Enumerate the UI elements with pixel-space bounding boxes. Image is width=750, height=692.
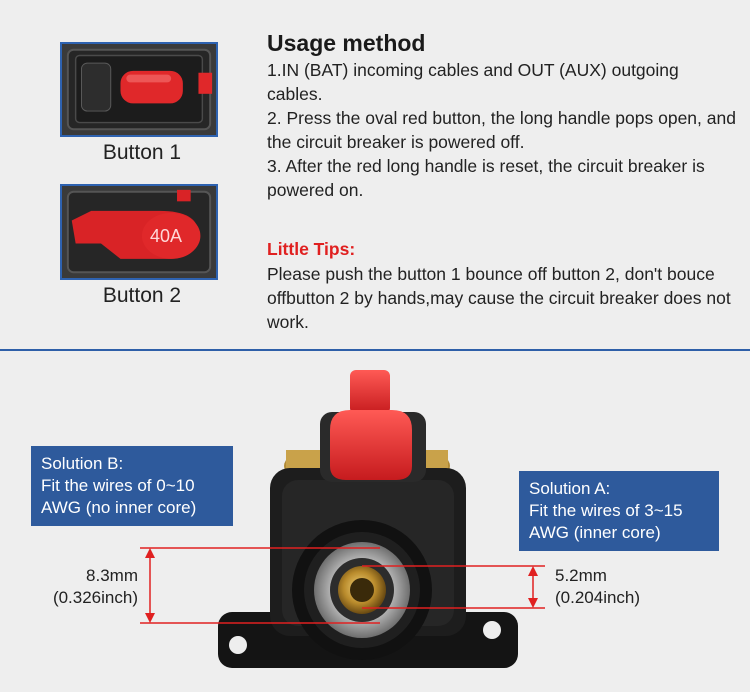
solution-b-line3: AWG (no inner core) xyxy=(41,498,197,517)
usage-step-1: 1.IN (BAT) incoming cables and OUT (AUX)… xyxy=(267,60,679,104)
solution-b-line2: Fit the wires of 0~10 xyxy=(41,476,195,495)
solution-a-line3: AWG (inner core) xyxy=(529,523,661,542)
inner-diameter-inch: (0.204inch) xyxy=(555,588,641,607)
usage-step-3: 3. After the red long handle is reset, t… xyxy=(267,156,705,200)
section-divider xyxy=(0,349,750,351)
button2-rating-text: 40A xyxy=(150,226,183,246)
button1-caption: Button 1 xyxy=(102,141,182,164)
button2-photo: 40A xyxy=(60,184,218,280)
solution-a-line2: Fit the wires of 3~15 xyxy=(529,501,683,520)
outer-diameter-label: 8.3mm (0.326inch) xyxy=(36,565,138,609)
tips-text: Please push the button 1 bounce off butt… xyxy=(267,264,731,332)
button1-photo xyxy=(60,42,218,137)
outer-diameter-inch: (0.326inch) xyxy=(52,588,138,607)
solution-a-title: Solution A: xyxy=(529,479,611,498)
inner-diameter-mm: 5.2mm xyxy=(555,566,607,585)
solution-b-box: Solution B: Fit the wires of 0~10 AWG (n… xyxy=(31,446,233,526)
solution-a-box: Solution A: Fit the wires of 3~15 AWG (i… xyxy=(519,471,719,551)
button2-caption: Button 2 xyxy=(102,284,182,307)
usage-steps: 1.IN (BAT) incoming cables and OUT (AUX)… xyxy=(267,58,737,202)
inner-diameter-label: 5.2mm (0.204inch) xyxy=(555,565,640,609)
outer-diameter-mm: 8.3mm xyxy=(86,566,138,585)
solution-b-title: Solution B: xyxy=(41,454,124,473)
usage-title: Usage method xyxy=(267,30,426,56)
circuit-breaker-image xyxy=(140,370,545,668)
usage-step-2: 2. Press the oval red button, the long h… xyxy=(267,108,736,152)
tips-title: Little Tips: xyxy=(267,239,356,259)
